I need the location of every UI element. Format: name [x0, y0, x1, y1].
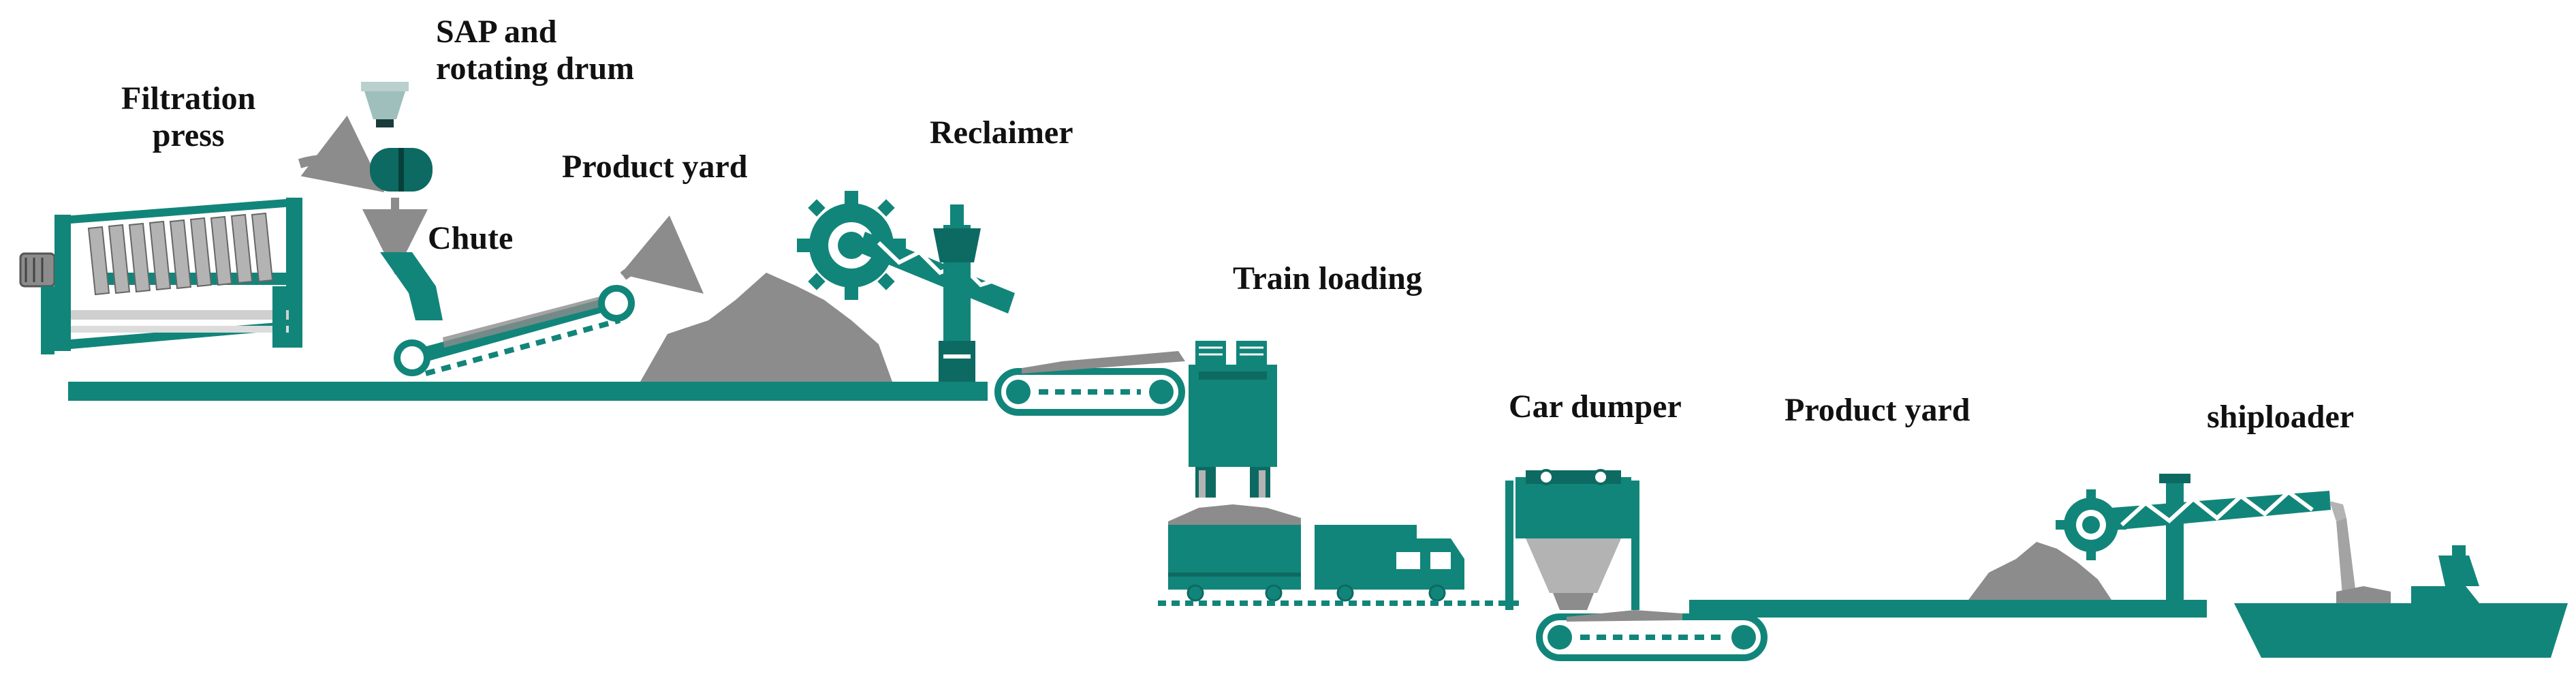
label-chute: Chute — [428, 220, 514, 256]
ground-platform-1 — [68, 382, 988, 401]
product-yard-1-pile — [640, 273, 892, 382]
shiploader-machine — [2056, 474, 2357, 603]
label-product-yard-2: Product yard — [1785, 392, 1970, 428]
belt-conveyor-2 — [994, 351, 1185, 416]
ship — [2234, 545, 2568, 658]
ground-platform-2 — [1689, 600, 2207, 618]
chute-body — [380, 252, 443, 320]
label-reclaimer: Reclaimer — [930, 115, 1073, 151]
label-car-dumper: Car dumper — [1509, 389, 1682, 425]
train — [1158, 504, 1519, 606]
label-shiploader: shiploader — [2207, 399, 2355, 435]
rotating-drum — [370, 148, 433, 192]
label-sap-drum: SAP and rotating drum — [436, 14, 635, 87]
train-loading-station — [1189, 341, 1277, 498]
label-train-loading: Train loading — [1233, 260, 1422, 296]
belt-conveyor-3 — [1536, 610, 1768, 661]
belt-conveyor-1 — [394, 285, 635, 376]
arrow-belt-to-yard — [620, 215, 704, 294]
filtration-press-machine — [19, 198, 302, 354]
car-dumper-station — [1505, 469, 1639, 610]
product-yard-2-pile — [1968, 542, 2111, 600]
label-filtration-press: Filtration press — [121, 80, 256, 153]
sap-hopper — [361, 82, 409, 127]
arrow-press-to-drum — [298, 115, 385, 193]
label-product-yard-1: Product yard — [562, 149, 748, 185]
